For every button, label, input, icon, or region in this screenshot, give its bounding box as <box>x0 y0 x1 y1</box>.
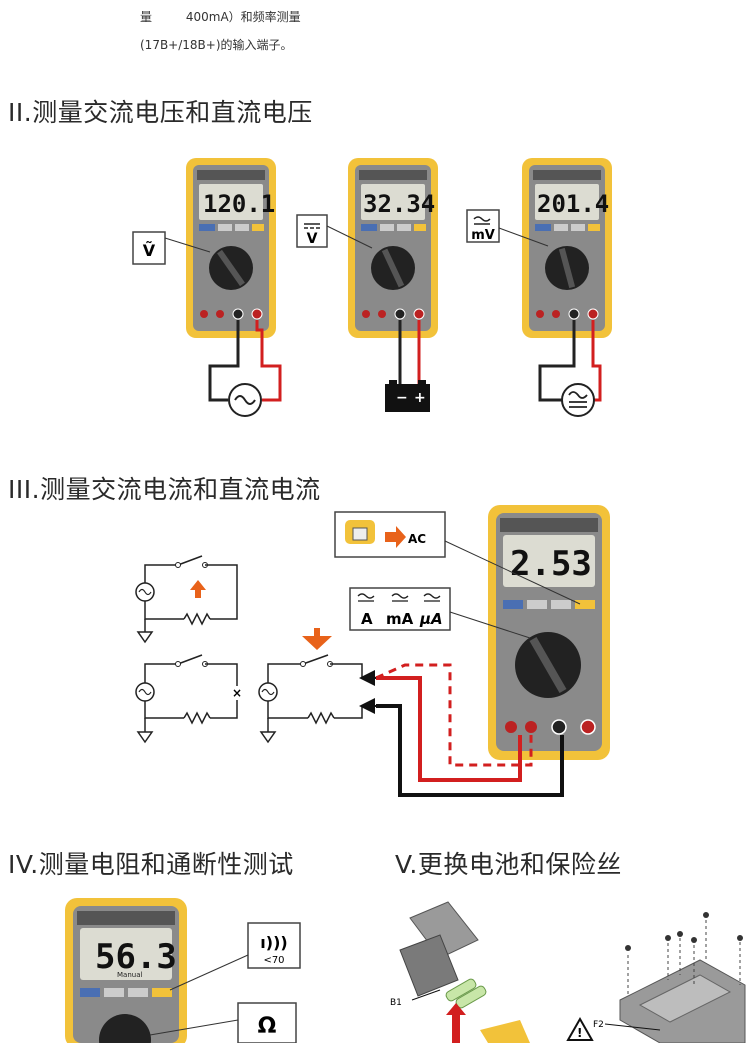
meter2-label: V <box>307 231 318 247</box>
meter5-reading: 56.3 <box>95 937 177 977</box>
meter3-reading: 201.4 <box>537 190 609 218</box>
current-range-callout: A mA μA <box>349 587 531 639</box>
current-ua-label: μA <box>419 610 443 628</box>
ac-dc-source-icon <box>561 383 595 417</box>
svg-text:ı))): ı))) <box>260 933 287 952</box>
svg-text:−: − <box>396 390 408 406</box>
circuit-open-switch: × <box>135 654 242 744</box>
intro-line-2: (17B+/18B+)的输入端子。 <box>140 38 293 52</box>
meter3-callout: mV <box>466 209 549 247</box>
meter1-callout: Ṽ <box>132 231 211 265</box>
intro-text-a: 量 <box>140 10 153 24</box>
intro-text-b: 400mA）和频率测量 <box>185 10 301 24</box>
circuit-closed-switch <box>135 555 238 644</box>
current-a-label: A <box>361 610 373 628</box>
section-title-resistance: IV.测量电阻和通断性测试 <box>8 850 294 879</box>
meter1-label: Ṽ <box>143 241 156 260</box>
fuse-housing-illustration: F2 <box>593 912 746 1043</box>
meter-current: 2.53 <box>488 505 610 760</box>
meter-dc-voltage: 32.34 <box>348 158 438 338</box>
meter4-reading: 2.53 <box>510 544 592 584</box>
meter-resistance: 56.3 Manual <box>65 898 187 1043</box>
svg-text:+: + <box>414 390 426 406</box>
intro-line-1: 量 400mA）和频率测量 <box>140 8 301 25</box>
meter-mv: 201.4 <box>522 158 612 338</box>
warning-icon: ! <box>566 1016 594 1041</box>
svg-text:!: ! <box>577 1026 582 1040</box>
continuity-callout: ı))) <70 <box>169 922 301 991</box>
circuit-meter-inserted <box>258 628 363 744</box>
section-title-voltage: II.测量交流电压和直流电压 <box>8 98 313 127</box>
ac-source-icon <box>228 383 262 417</box>
manual-label: Manual <box>117 971 142 979</box>
part-b1: B1 <box>390 998 402 1008</box>
meter3-label: mV <box>471 228 495 243</box>
section-title-battery: V.更换电池和保险丝 <box>395 850 622 879</box>
meter2-callout: V <box>296 214 373 249</box>
battery-door-illustration: B1 <box>390 901 530 1043</box>
meter2-reading: 32.34 <box>363 190 435 218</box>
part-f2: F2 <box>593 1020 604 1030</box>
meter-ac-voltage: 120.1 <box>186 158 276 338</box>
meter1-reading: 120.1 <box>203 190 275 218</box>
ohm-callout: Ω <box>149 1002 297 1043</box>
current-ma-label: mA <box>386 610 414 628</box>
ac-label: AC <box>408 532 426 546</box>
ohm-label: Ω <box>258 1014 277 1039</box>
ac-button-callout: AC <box>334 511 581 605</box>
svg-text:×: × <box>232 686 242 700</box>
continuity-label: <70 <box>263 955 284 966</box>
battery-icon: − + <box>385 380 430 412</box>
section-title-current: III.测量交流电流和直流电流 <box>8 475 321 504</box>
